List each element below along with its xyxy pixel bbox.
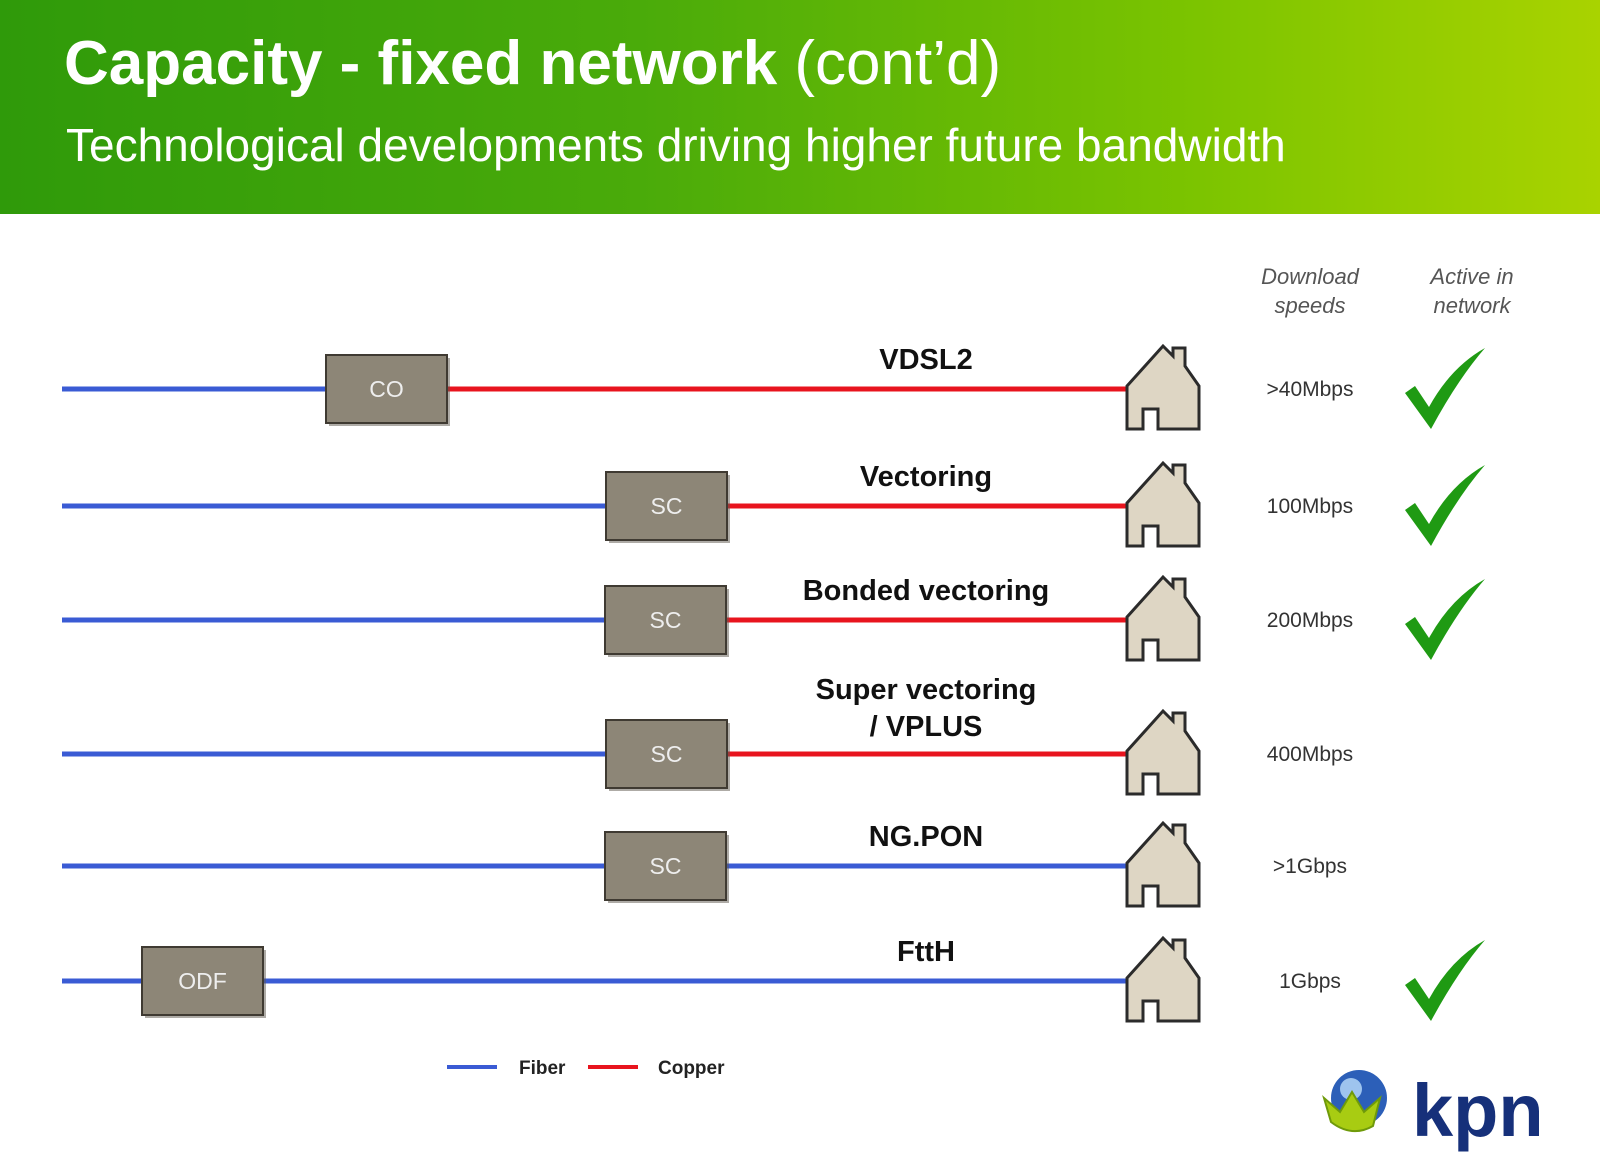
download-speed: 400Mbps: [1267, 743, 1353, 766]
technology-label: FttH: [897, 936, 955, 968]
technology-label: VDSL2: [879, 344, 972, 376]
active-header-line2: network: [1433, 293, 1511, 318]
download-speed: >1Gbps: [1273, 855, 1347, 878]
page-subtitle: Technological developments driving highe…: [66, 119, 1286, 171]
house-icon: [1125, 343, 1201, 431]
node-box: [325, 354, 448, 424]
technology-label: Super vectoring: [816, 674, 1037, 706]
house-icon: [1125, 460, 1201, 548]
checkmark-icon: [1405, 579, 1485, 660]
page-title: Capacity - fixed network (cont’d): [64, 28, 1001, 99]
node-label: ODF: [178, 968, 227, 994]
node-box: [605, 719, 728, 789]
house-icon: [1125, 574, 1201, 662]
node-box: [604, 585, 727, 655]
kpn-logo-text: kpn: [1412, 1069, 1544, 1152]
legend-fiber-label: Fiber: [519, 1058, 566, 1079]
node-label: SC: [650, 853, 682, 879]
active-header-line1: Active in: [1430, 264, 1514, 289]
node-label: SC: [650, 607, 682, 633]
checkmark-icon: [1405, 348, 1485, 429]
technology-label: NG.PON: [869, 821, 983, 853]
checkmark-icon: [1405, 465, 1485, 546]
download-header-line2: speeds: [1274, 293, 1346, 318]
checkmark-icon: [1405, 940, 1485, 1021]
logo-globe-highlight: [1340, 1078, 1362, 1100]
legend-copper-label: Copper: [658, 1058, 725, 1079]
house-icon: [1125, 935, 1201, 1023]
node-box: [141, 946, 264, 1016]
download-speed: 100Mbps: [1267, 495, 1353, 518]
node-label: SC: [651, 741, 683, 767]
logo-crown-icon: [1322, 1090, 1382, 1133]
node-box: [604, 831, 727, 901]
technology-label: Vectoring: [860, 461, 992, 493]
download-speed: 1Gbps: [1279, 970, 1341, 993]
download-speed: >40Mbps: [1267, 378, 1354, 401]
house-icon: [1125, 708, 1201, 796]
download-header-line1: Download: [1261, 264, 1359, 289]
node-box: [605, 471, 728, 541]
download-speeds-header: Download speeds: [1230, 262, 1390, 320]
house-icon: [1125, 820, 1201, 908]
header-banner: Capacity - fixed network (cont’d) Techno…: [0, 0, 1600, 214]
active-in-network-header: Active in network: [1392, 262, 1552, 320]
node-label: SC: [651, 493, 683, 519]
title-bold: Capacity - fixed network: [64, 29, 778, 98]
title-suffix: (cont’d): [777, 29, 1002, 98]
technology-label: / VPLUS: [870, 711, 983, 743]
node-label: CO: [369, 376, 404, 402]
download-speed: 200Mbps: [1267, 609, 1353, 632]
technology-label: Bonded vectoring: [803, 575, 1050, 607]
